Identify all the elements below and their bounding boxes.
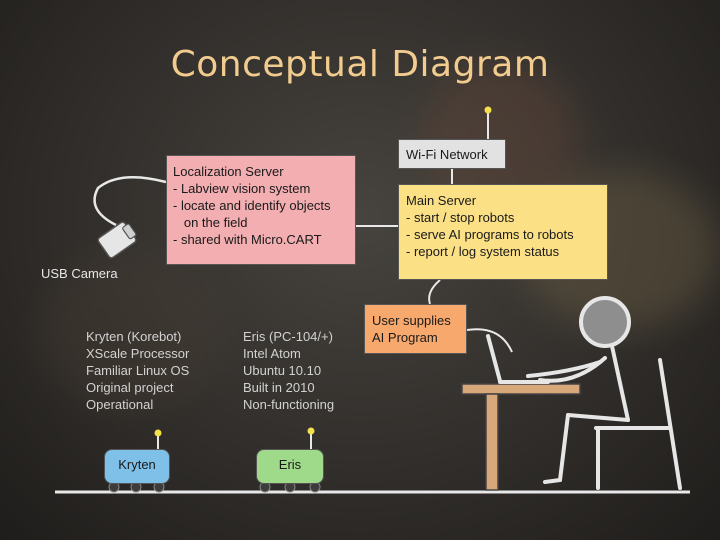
kryten-info: Kryten (Korebot) XScale Processor Famili… bbox=[86, 328, 189, 413]
kryten-info-line: Operational bbox=[86, 397, 154, 412]
eris-info-line: Intel Atom bbox=[243, 346, 301, 361]
main-server-line: - serve AI programs to robots bbox=[406, 227, 574, 242]
main-server-line: - start / stop robots bbox=[406, 210, 515, 225]
main-to-user-line bbox=[428, 279, 441, 305]
localization-line: - locate and identify objects bbox=[173, 198, 331, 213]
kryten-antenna-light bbox=[154, 429, 162, 437]
localization-server-box: Localization Server - Labview vision sys… bbox=[166, 155, 356, 265]
background-blotch bbox=[40, 250, 220, 410]
eris-robot-label: Eris bbox=[278, 457, 302, 472]
usb-camera-icon bbox=[97, 221, 137, 259]
eris-antenna-light bbox=[307, 427, 315, 435]
wifi-network-label: Wi-Fi Network bbox=[406, 147, 488, 162]
eris-info-line: Built in 2010 bbox=[243, 380, 315, 395]
kryten-info-line: Kryten (Korebot) bbox=[86, 329, 182, 344]
user-supplies-line: AI Program bbox=[372, 330, 438, 345]
main-server-line: - report / log system status bbox=[406, 244, 560, 259]
eris-info-line: Ubuntu 10.10 bbox=[243, 363, 322, 378]
camera-cable bbox=[93, 176, 167, 227]
main-server-line: Main Server bbox=[406, 193, 477, 208]
user-supplies-box: User supplies AI Program bbox=[364, 304, 467, 354]
kryten-info-line: Original project bbox=[86, 380, 174, 395]
wifi-antenna-light bbox=[484, 106, 492, 114]
eris-robot: Eris bbox=[256, 449, 324, 484]
main-server-box: Main Server - start / stop robots - serv… bbox=[398, 184, 608, 280]
kryten-info-line: Familiar Linux OS bbox=[86, 363, 190, 378]
chair-icon bbox=[594, 358, 682, 490]
desk-icon bbox=[461, 383, 581, 491]
localization-line: - Labview vision system bbox=[173, 181, 311, 196]
localization-line: - shared with Micro.CART bbox=[173, 232, 322, 247]
wifi-network-box: Wi-Fi Network bbox=[398, 139, 506, 169]
kryten-robot-label: Kryten bbox=[118, 457, 156, 472]
kryten-info-line: XScale Processor bbox=[86, 346, 190, 361]
eris-info-line: Eris (PC-104/+) bbox=[243, 329, 333, 344]
stick-figure-icon bbox=[526, 296, 631, 484]
eris-info: Eris (PC-104/+) Intel Atom Ubuntu 10.10 … bbox=[243, 328, 334, 413]
localization-line: Localization Server bbox=[173, 164, 284, 179]
localization-line: on the field bbox=[173, 215, 248, 230]
user-to-laptop-line bbox=[466, 328, 513, 353]
usb-camera-label: USB Camera bbox=[41, 266, 118, 281]
user-supplies-line: User supplies bbox=[372, 313, 451, 328]
kryten-robot: Kryten bbox=[104, 449, 170, 484]
eris-info-line: Non-functioning bbox=[243, 397, 335, 412]
page-title: Conceptual Diagram bbox=[170, 44, 550, 85]
